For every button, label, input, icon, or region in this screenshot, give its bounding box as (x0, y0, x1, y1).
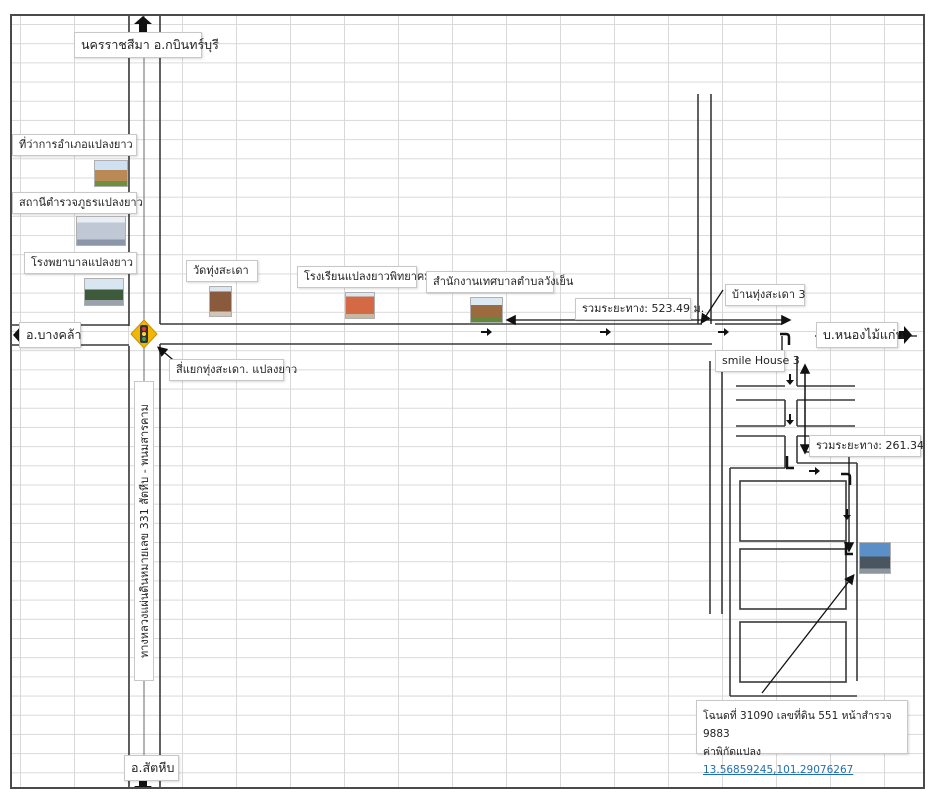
route-arrow-down (786, 414, 794, 425)
west-direction-label: อ.บางคล้า (19, 322, 82, 348)
landmark-label-school: โรงเรียนแปลงยาวพิทยาคม (297, 266, 432, 288)
route-arrow (809, 467, 820, 475)
route-turn (780, 332, 791, 345)
distance-label-main: รวมระยะทาง: 523.49 ม. (575, 298, 704, 320)
deed-coord-link[interactable]: 13.56859245,101.29076267 (703, 764, 854, 776)
government-building-icon (94, 160, 128, 187)
deed-coord-line: ค่าพิกัดแปลง 13.56859245,101.29076267 (703, 743, 901, 779)
plot-block-1 (739, 480, 847, 542)
north-direction-label: นครราชสีมา อ.กบินทร์บุรี (74, 32, 219, 58)
route-arrows (481, 328, 851, 520)
deed-number-text: โฉนดที่ 31090 เลขที่ดิน 551 หน้าสำรวจ 98… (703, 710, 892, 740)
map-frame: นครราชสีมา อ.กบินทร์บุรี อ.บางคล้า บ.หนอ… (10, 14, 925, 789)
plot-block-3 (739, 621, 847, 683)
landmark-label-police-station: สถานีตำรวจภูธรแปลงยาว (12, 192, 143, 214)
landmark-label-district-office: ที่ว่าการอำเภอแปลงยาว (12, 134, 137, 156)
landmark-label-municipal-office: สำนักงานเทศบาลตำบลวังเย็น (426, 271, 573, 293)
south-direction-label: อ.สัตหีบ (124, 755, 179, 781)
village-label-thung-sadao: บ้านทุ่งสะเดา 3 (725, 284, 806, 306)
municipal-office-icon (470, 297, 503, 323)
hospital-icon (84, 278, 124, 306)
traffic-light-icon (130, 319, 158, 349)
route-arrow-down (843, 509, 851, 520)
route-turn (841, 472, 852, 485)
south-arrow-icon (134, 778, 152, 787)
highway-331-label: ทางหลวงแผ่นดินหมายเลข 331 สัตหีบ - พนมสา… (134, 381, 154, 681)
route-arrow (600, 328, 611, 336)
police-station-icon (76, 216, 126, 246)
route-turn (785, 456, 794, 470)
deed-coord-label: ค่าพิกัดแปลง (703, 746, 762, 758)
village-label-smile-house: smile House 3 (715, 350, 800, 372)
landmark-label-temple: วัดทุ่งสะเดา (186, 260, 258, 282)
destination-house-icon (859, 542, 891, 574)
temple-icon (209, 286, 232, 317)
school-icon (345, 292, 375, 319)
callout-leader-village (700, 289, 724, 325)
callout-leader-deed (761, 573, 855, 694)
route-turns (780, 332, 853, 556)
north-arrow-icon (134, 16, 152, 32)
spreadsheet-grid (12, 16, 923, 787)
east-arrow-icon (899, 326, 912, 344)
route-arrow-down (786, 374, 794, 385)
plot-block-2 (739, 548, 847, 610)
east-direction-label: บ.หนองไม้แก่น (816, 322, 904, 348)
deed-info-box: โฉนดที่ 31090 เลขที่ดิน 551 หน้าสำรวจ 98… (696, 700, 908, 776)
route-arrow (718, 328, 729, 336)
route-arrow (481, 328, 492, 336)
distance-label-village: รวมระยะทาง: 261.34 ม (809, 435, 923, 457)
intersection-label: สี่แยกทุ่งสะเดา. แปลงยาว (169, 359, 297, 381)
landmark-label-hospital: โรงพยาบาลแปลงยาว (24, 252, 137, 274)
route-turn (844, 542, 853, 556)
